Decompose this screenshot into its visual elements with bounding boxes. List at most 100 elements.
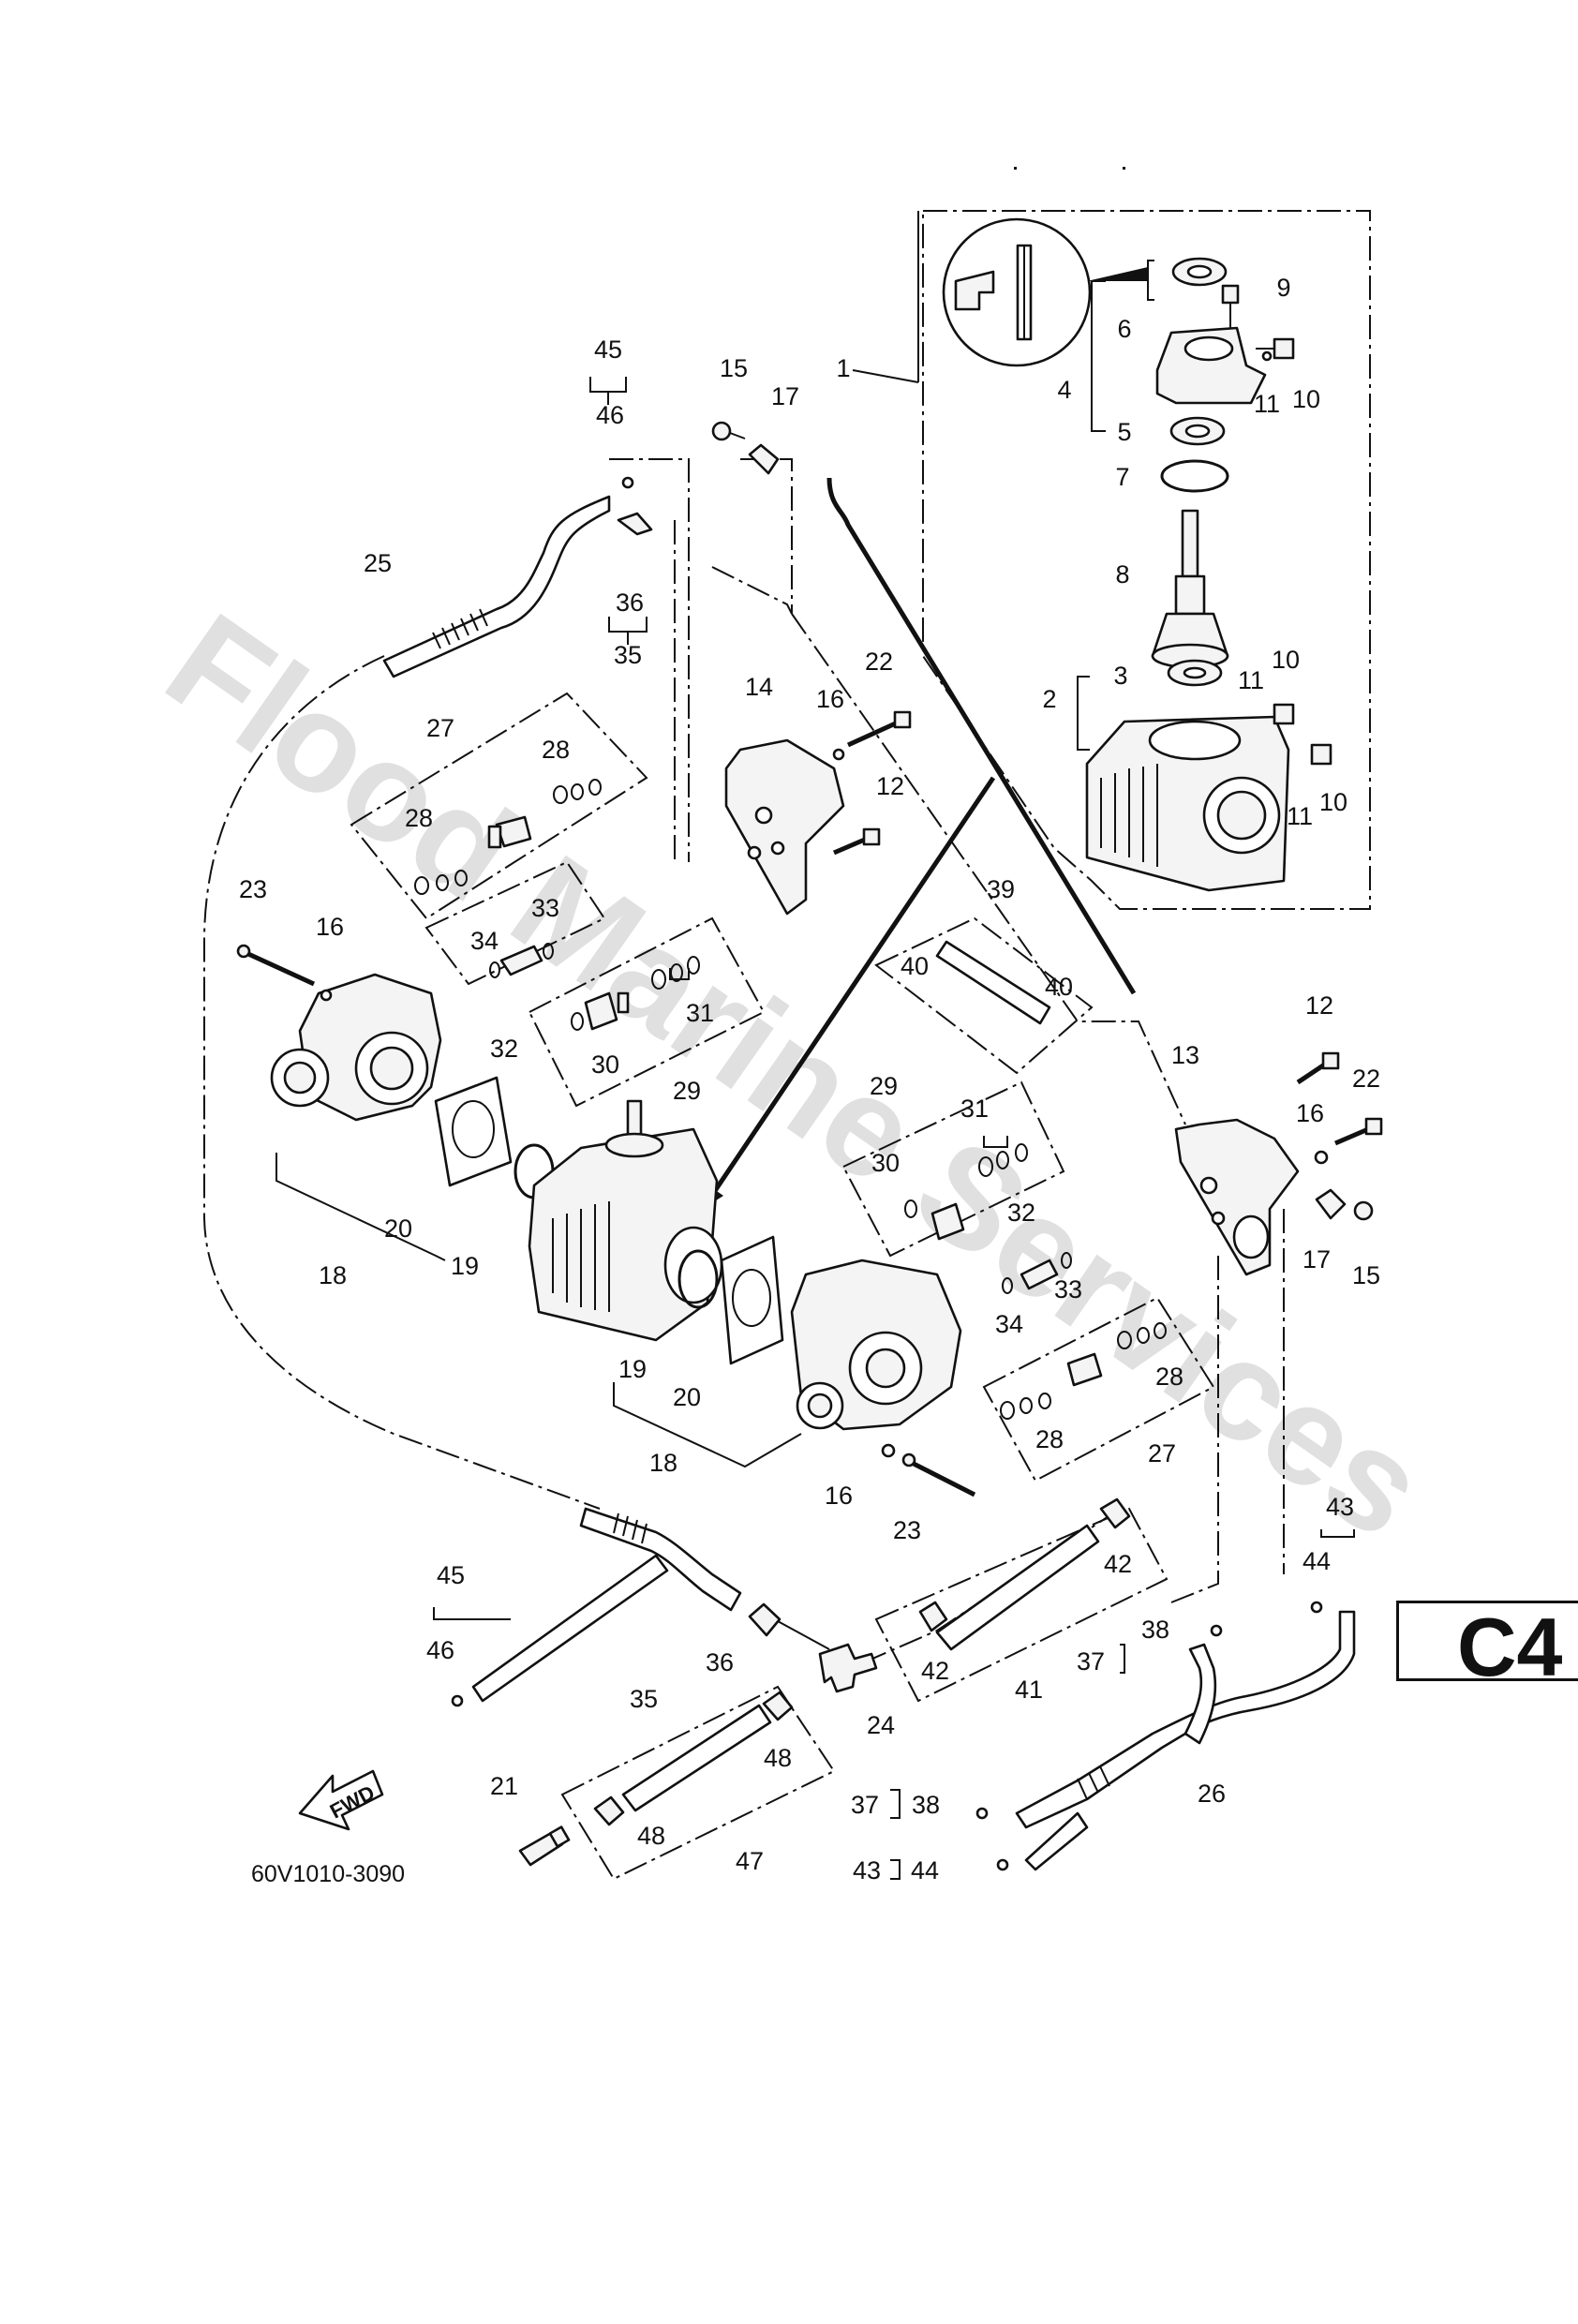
callout-label: 35: [630, 1685, 658, 1713]
callout-label: 31: [960, 1095, 989, 1123]
route-line-d: [740, 458, 793, 614]
hose-clip-part-36-lower: [748, 1602, 782, 1637]
group-part-32-upper: [424, 860, 606, 986]
gasket-part-20-left: [434, 1076, 513, 1187]
assembly-reference-curve: [826, 477, 1137, 995]
washer-part-16-upper: [832, 748, 845, 761]
clip-part-44-lower: [996, 1858, 1009, 1871]
hose-clip-part-36-upper: [617, 512, 653, 536]
housing-part-4: [1155, 326, 1267, 405]
page-ref-text: C4: [1457, 1601, 1563, 1693]
callout-label: 11: [1238, 666, 1264, 694]
clamp-part-17-upper: [748, 443, 780, 475]
callout-label: 4: [1057, 376, 1071, 404]
callout-label: 13: [1171, 1041, 1199, 1069]
seal-part-28-lower: [1000, 1322, 1167, 1420]
fwd-arrow-icon: FWD: [298, 1769, 384, 1831]
clip-part-46-lower: [451, 1694, 464, 1707]
route-line-e: [791, 613, 1186, 1125]
callout-label: 16: [816, 685, 844, 713]
oil-seal-part-6: [1147, 257, 1228, 301]
clamp-part-42-lower: [918, 1601, 948, 1632]
callout-label: 16: [1296, 1099, 1324, 1127]
callout-label: 17: [1303, 1245, 1331, 1274]
callout-label: 45: [437, 1561, 465, 1589]
callout-label: 45: [594, 335, 622, 364]
callout-label: 34: [470, 927, 499, 955]
callout-label: 14: [745, 673, 773, 701]
callout-label: 20: [673, 1383, 701, 1411]
hose-part-41: [935, 1524, 1100, 1651]
callout-label: 10: [1319, 788, 1347, 816]
hose-26-ribs: [1077, 1765, 1110, 1800]
callout-label: 8: [1115, 560, 1129, 588]
callout-label: 20: [384, 1214, 412, 1243]
bolt-part-10-mid: [1273, 703, 1295, 725]
callout-label: 21: [490, 1772, 518, 1800]
callout-label: 1: [836, 354, 850, 382]
callout-label: 19: [618, 1355, 647, 1383]
callout-label: 46: [596, 401, 624, 429]
callout-label: 40: [901, 952, 929, 980]
bolt-part-10-upper: [1256, 337, 1295, 360]
group-part-47: [560, 1685, 836, 1881]
callout-label: 19: [451, 1252, 479, 1280]
callout-label: 38: [912, 1791, 940, 1819]
callout-label: 17: [771, 382, 799, 410]
washer-part-16-left: [320, 989, 333, 1002]
callout-label: 42: [921, 1657, 949, 1685]
bearing-part-5: [1169, 416, 1226, 446]
bolt-part-15-upper: [711, 421, 746, 441]
callout-label: 31: [686, 999, 714, 1027]
hose-part-35-lower: [579, 1507, 742, 1612]
callout-label: 42: [1104, 1550, 1132, 1578]
callout-label: 27: [426, 714, 454, 742]
callout-label: 11: [1254, 390, 1280, 418]
washer-part-16-right: [881, 1443, 896, 1458]
fitting-part-21: [518, 1825, 571, 1867]
route-line-f: [1170, 1256, 1219, 1603]
bolt-part-22-right: [1334, 1117, 1383, 1146]
bolt-part-15-right: [1353, 1200, 1374, 1221]
bolt-part-23-right: [901, 1452, 976, 1497]
callout-label: 29: [870, 1072, 898, 1100]
callout-label: 9: [1276, 274, 1290, 302]
route-line-a: [609, 458, 690, 862]
hose-26-riser: [1184, 1643, 1217, 1745]
clamp-part-42-upper: [1099, 1497, 1131, 1529]
callout-label: 16: [825, 1482, 853, 1510]
callout-label: 36: [616, 588, 644, 617]
hose-part-39: [935, 940, 1051, 1025]
drawing-code: 60V1010-3090: [251, 1861, 405, 1887]
o-ring-part-7: [1160, 459, 1229, 493]
callout-label: 33: [531, 894, 559, 922]
bolt-part-23-left: [236, 944, 316, 987]
hose-25-ribs: [432, 608, 488, 649]
callout-label: 30: [591, 1050, 619, 1079]
pump-body-part-2: [1085, 715, 1290, 892]
callout-label: 36: [706, 1648, 734, 1676]
bearing-part-3: [1167, 659, 1223, 687]
assembly-1-boundary: [922, 210, 1371, 910]
clip-part-46-upper: [621, 476, 634, 489]
callout-label: 44: [1303, 1547, 1331, 1575]
clamp-part-17-right: [1315, 1188, 1347, 1220]
washer-part-11-upper: [1261, 350, 1273, 362]
callout-label: 28: [405, 804, 433, 832]
callout-label: 35: [614, 641, 642, 669]
callout-label: 37: [1077, 1647, 1105, 1676]
callout-label: 26: [1198, 1780, 1226, 1808]
clip-part-38-lower: [975, 1807, 989, 1820]
callout-label: 5: [1117, 418, 1131, 446]
group-part-41: [874, 1507, 1169, 1703]
callout-label: 2: [1042, 685, 1056, 713]
callout-labels: 45 46 15 17 1 6 9 4 11 10 5 7 8 25 36 35…: [239, 274, 1380, 1885]
bolt-part-12-upper: [833, 827, 881, 856]
pump-body-center: [528, 1099, 723, 1342]
clip-part-44-upper: [1310, 1601, 1323, 1614]
hose-part-26: [1015, 1610, 1356, 1829]
callout-label: 18: [319, 1261, 347, 1289]
callout-label: 47: [736, 1847, 764, 1875]
carb-body-part-18-left: [270, 973, 442, 1122]
